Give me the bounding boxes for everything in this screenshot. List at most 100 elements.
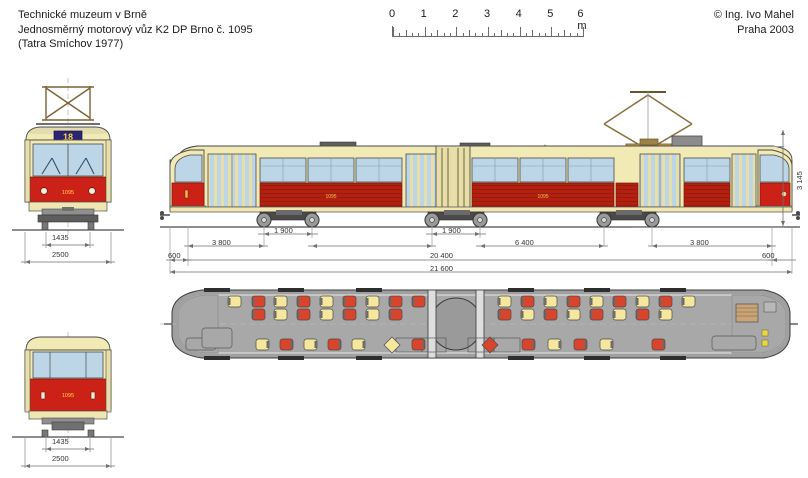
front-gauge-dim: 1435 [52,233,69,242]
scale-tick [564,30,565,37]
seat [547,338,562,351]
front-view: 18 1095 [8,78,128,238]
scale-tick-label: 1 [420,8,427,20]
scale-tick [488,27,489,37]
seat [543,295,558,308]
seat [342,308,357,321]
scale-tick-label: 2 [452,8,459,20]
credit-block: © Ing. Ivo Mahel Praha 2003 [714,8,794,37]
scale-tick [443,33,445,37]
seat [612,295,627,308]
seat [273,295,288,308]
bogie-front [256,210,320,228]
route-number-front: 18 [63,132,73,142]
scale-tick [519,27,521,37]
wheelbase-rear-dim: 1 900 [442,226,461,235]
seat [573,338,588,351]
scale-tick [462,33,464,37]
centre-span-dim: 6 400 [515,238,534,247]
seat [251,295,266,308]
scale-tick [393,27,394,37]
scale-tick-label: 6 m [577,8,587,32]
seat [319,295,334,308]
vehicle-description: Jednosměrný motorový vůz K2 DP Brno č. 1… [18,23,253,36]
scale-tick [399,33,401,37]
scale-tick [437,30,439,37]
scale-tick-label: 0 [388,8,396,20]
place-year: Praha 2003 [737,23,794,36]
seat [319,308,334,321]
bogie-a-to-b-dim: 3 800 [212,238,231,247]
seat [227,295,242,308]
seat [520,295,535,308]
height-dimension: 3 145 [775,128,804,228]
seat [635,308,650,321]
overhang-front-dim: 600 [168,251,181,260]
seat [543,308,558,321]
seat [279,338,294,351]
scale-tick [545,33,546,37]
scale-tick [481,33,483,37]
seat [388,308,403,321]
rear-width-dim: 2500 [52,454,69,463]
scale-tick-label: 5 [547,8,554,20]
seat [351,338,366,351]
seat [411,295,426,308]
side-view-dimensions: 1 900 1 900 3 800 6 400 3 800 600 600 20… [160,226,800,278]
scale-tick [551,27,553,37]
seat-angled [383,336,401,354]
seat [658,295,673,308]
scale-tick [450,33,451,37]
museum-name: Technické muzeum v Brně [18,9,147,21]
scale-tick [513,33,515,37]
scale-tick [538,33,540,37]
scale-bar-ruler [392,26,584,37]
seat [635,295,650,308]
seat [521,338,536,351]
seat [303,338,318,351]
seat [255,338,270,351]
seat [327,338,342,351]
fleet-number-side-front: 1095 [325,194,336,200]
over-couplers-dim: 21 600 [430,264,453,273]
seat [520,308,535,321]
scale-tick [557,33,559,37]
bogie-c-to-d-dim: 3 800 [690,238,709,247]
seat-angled [481,336,499,354]
scale-tick [507,33,508,37]
coupler-rear [792,211,800,220]
front-width-dim: 2500 [52,250,69,259]
seat [411,338,426,351]
rear-gauge-dim: 1435 [52,437,69,446]
seat [365,295,380,308]
rear-view-dimensions: 1435 2500 [8,436,128,476]
scale-tick-label: 3 [483,8,491,20]
seat [497,308,512,321]
seat [589,308,604,321]
seat [612,308,627,321]
scale-tick [405,30,407,37]
bogie-centre [424,210,488,228]
seat [296,308,311,321]
scale-tick [431,33,432,37]
side-view: 1095 1095 [160,82,800,230]
scale-tick [475,33,477,37]
coupler-front [160,211,170,220]
seat [681,295,696,308]
fleet-number-front: 1095 [62,190,74,196]
scale-tick [418,33,420,37]
rear-view: 1095 [8,332,128,442]
fleet-number-rear: 1095 [62,393,74,399]
scale-tick [583,27,584,37]
scale-tick [494,33,496,37]
seat [599,338,614,351]
seat [273,308,288,321]
over-bogies-dim: 20 400 [430,251,453,260]
seat [589,295,604,308]
scale-tick [576,33,578,37]
fleet-number-side-rear: 1095 [537,194,548,200]
scale-tick [456,27,458,37]
height-dim-label: 3 145 [795,171,804,190]
